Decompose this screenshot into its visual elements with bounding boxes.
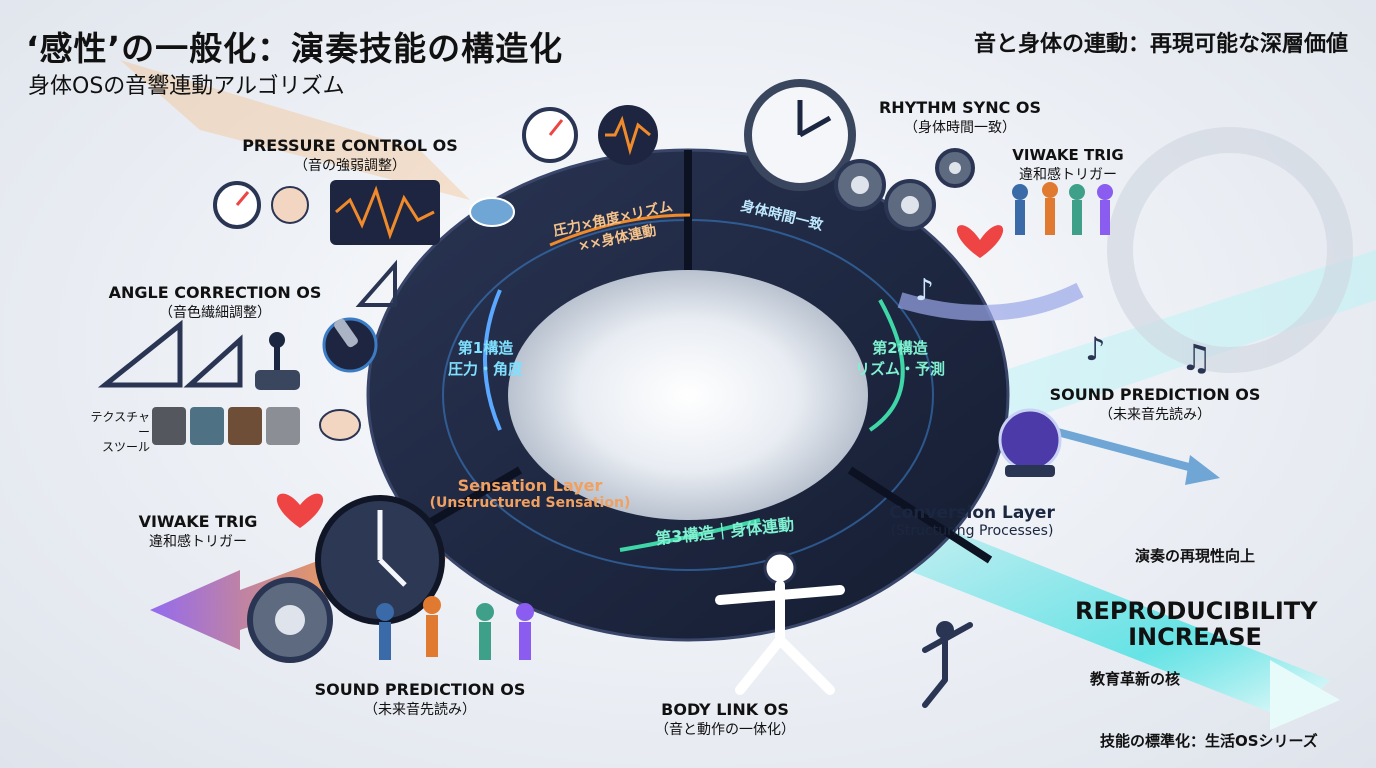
structure-label-line: 第2構造 (872, 339, 928, 357)
pressure-control-label: PRESSURE CONTROL OS （音の強弱調整） (230, 136, 470, 175)
dancers-icon (1012, 182, 1113, 235)
layer-name: Sensation Layer (457, 476, 603, 495)
pointing-hand-icon (271, 186, 309, 224)
orange-flow-arrow (549, 213, 691, 247)
clock-icon (315, 495, 445, 625)
module-desc: 違和感トリガー (1019, 167, 1117, 183)
cyan-flow-arrow (868, 299, 905, 432)
standardization-note: 技能の標準化：生活OSシリーズ (1100, 732, 1318, 750)
waveform-icon (598, 105, 658, 165)
prediction-arrow (1048, 426, 1202, 474)
module-desc: （未来音先読み） (364, 702, 476, 718)
gear-icon (884, 179, 936, 231)
gear-icon (935, 148, 975, 188)
module-name: ANGLE CORRECTION OS (108, 283, 322, 302)
hand-icon (319, 409, 361, 441)
cyan-arrowhead (1270, 660, 1340, 730)
page-subtitle: 身体OSの音響連動アルゴリズム (28, 74, 345, 99)
texture-swatch (266, 407, 300, 445)
module-name: SOUND PREDICTION OS (1049, 385, 1261, 404)
gauge-icon (213, 181, 261, 229)
clock-icon (744, 79, 856, 191)
sensation-layer-label: Sensation Layer (Unstructured Sensation) (420, 476, 640, 511)
angle-correction-label: ANGLE CORRECTION OS （音色繊細調整） (95, 283, 335, 322)
gauge-icon (522, 107, 578, 163)
reproducibility-increase: REPRODUCIBILITY INCREASE (1075, 597, 1318, 651)
button-icon (469, 197, 515, 227)
decorative-ring (1107, 127, 1353, 373)
triangle-ruler-icon (97, 259, 397, 388)
dancer-icon (922, 621, 973, 708)
layer-desc: (Structuring Processes) (890, 523, 1054, 539)
module-name: PRESSURE CONTROL OS (242, 136, 458, 155)
texture-swatch (190, 407, 224, 445)
viwake-trig-left-label: VIWAKE TRIG 違和感トリガー (118, 512, 278, 551)
structure-1-label: 第1構造 圧力・角度 (448, 337, 523, 379)
ring-core (508, 270, 868, 520)
teal-flow-arrow (619, 518, 761, 552)
module-name: RHYTHM SYNC OS (878, 98, 1042, 117)
conversion-layer-label: Conversion Layer (Structuring Processes) (872, 503, 1072, 539)
runner-icon (715, 551, 845, 695)
viwake-trig-right-label: VIWAKE TRIG 違和感トリガー (998, 146, 1138, 184)
texture-label-line: スツール (101, 440, 150, 454)
structure-label-line: 圧力・角度 (448, 360, 524, 378)
sound-prediction-left-label: SOUND PREDICTION OS （未来音先読み） (290, 680, 550, 719)
texture-swatch (228, 407, 262, 445)
module-name: VIWAKE TRIG (138, 512, 258, 531)
module-desc: （音と動作の一体化） (655, 722, 795, 738)
segment-divider (847, 466, 993, 564)
module-name: VIWAKE TRIG (1012, 146, 1124, 164)
module-desc: （音の強弱調整） (294, 158, 406, 174)
module-desc: 違和感トリガー (149, 534, 247, 550)
dancers-icon (376, 596, 534, 660)
structure-label-line: 第1構造 (457, 339, 514, 357)
layer-desc: (Unstructured Sensation) (429, 495, 631, 511)
heart-icon (276, 493, 324, 528)
gear-icon (247, 577, 333, 663)
right-output-arrow (897, 282, 1084, 321)
education-core: 教育革新の核 (1090, 670, 1181, 688)
module-desc: （未来音先読み） (1099, 407, 1211, 423)
module-desc: （音色繊細調整） (159, 305, 271, 321)
sound-prediction-right-label: SOUND PREDICTION OS （未来音先読み） (1035, 385, 1275, 424)
music-note-icon: ♪ (1085, 330, 1105, 368)
structure-2-label: 第2構造 リズム・予測 (845, 337, 955, 379)
music-note-icon: ♫ (1180, 338, 1212, 379)
heart-icon (956, 225, 1004, 258)
rhythm-sync-label: RHYTHM SYNC OS （身体時間一致） (870, 98, 1050, 137)
crystal-ball-icon (998, 408, 1062, 477)
joystick-icon (322, 317, 378, 373)
gear-icon (834, 159, 886, 211)
layer-name: Conversion Layer (889, 503, 1055, 523)
orange-beam-top (120, 60, 470, 200)
texture-label-line: テクスチャー (90, 410, 150, 439)
page-title: ‘感性’の一般化：演奏技能の構造化 (26, 29, 564, 68)
reproducibility-jp: 演奏の再現性向上 (1135, 547, 1256, 565)
right-title: 音と身体の連動：再現可能な深層価値 (973, 32, 1348, 57)
music-note-icon: ♪ (915, 273, 934, 308)
waveform-icon (330, 180, 440, 245)
module-name: SOUND PREDICTION OS (314, 680, 526, 699)
joystick-icon (255, 332, 300, 390)
reproducibility-line: INCREASE (1128, 623, 1262, 651)
body-link-label: BODY LINK OS （音と動作の一体化） (630, 700, 820, 739)
reproducibility-line: REPRODUCIBILITY (1075, 597, 1318, 625)
structure-label-line: リズム・予測 (854, 360, 945, 378)
prediction-arrowhead (1185, 455, 1220, 485)
texture-swatch (152, 407, 186, 445)
module-name: BODY LINK OS (661, 700, 789, 719)
blue-flow-arrow (483, 289, 502, 431)
texture-label: テクスチャー スツール (80, 410, 150, 455)
module-desc: （身体時間一致） (904, 120, 1016, 136)
